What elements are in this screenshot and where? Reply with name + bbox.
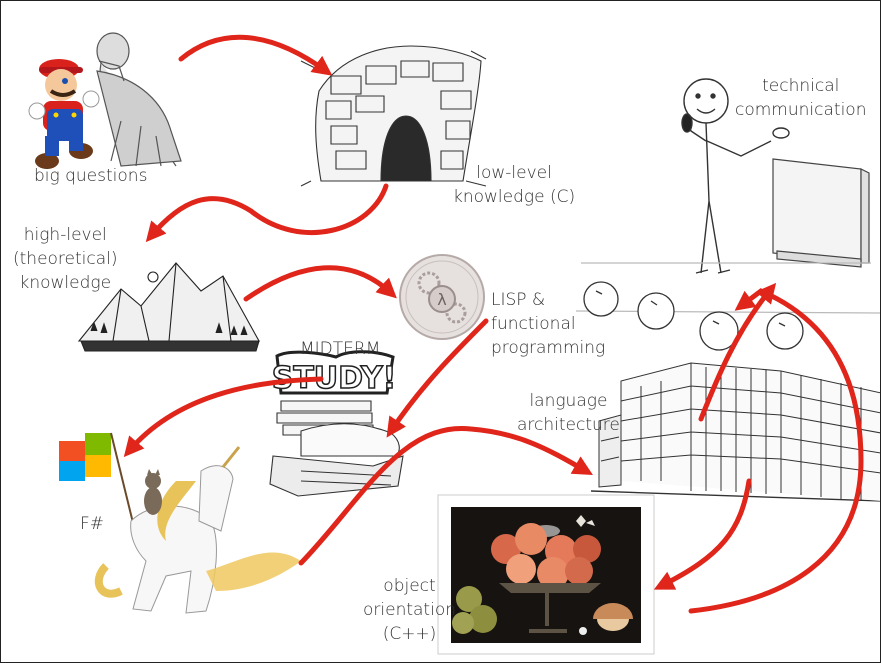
arrow-study-to-fsharp xyxy=(129,379,321,451)
arrow-arch-to-comm xyxy=(701,289,771,419)
arrow-oo-to-comm xyxy=(691,291,861,611)
label-midterm: MIDTERM xyxy=(300,337,380,361)
label-low-level-knowledge: low-level knowledge (C) xyxy=(453,161,575,209)
arrow-lisp-to-study xyxy=(391,321,486,431)
arrow-low-to-high xyxy=(151,186,386,236)
label-fsharp: F# xyxy=(80,512,104,536)
label-object-orientation: object orientation (C++) xyxy=(363,574,456,646)
arrow-big-to-low xyxy=(181,37,326,71)
label-technical-communication: technical communication xyxy=(735,74,866,122)
label-lisp-functional: LISP & functional programming xyxy=(491,288,605,360)
arrow-fsharp-to-arch xyxy=(301,428,586,563)
arrow-arch-to-oo xyxy=(661,481,749,586)
label-language-architecture: language architecture xyxy=(517,389,620,437)
arrow-high-to-lisp xyxy=(246,268,391,299)
label-big-questions: big questions xyxy=(34,164,147,188)
label-high-level-knowledge: high-level (theoretical) knowledge xyxy=(13,223,118,295)
